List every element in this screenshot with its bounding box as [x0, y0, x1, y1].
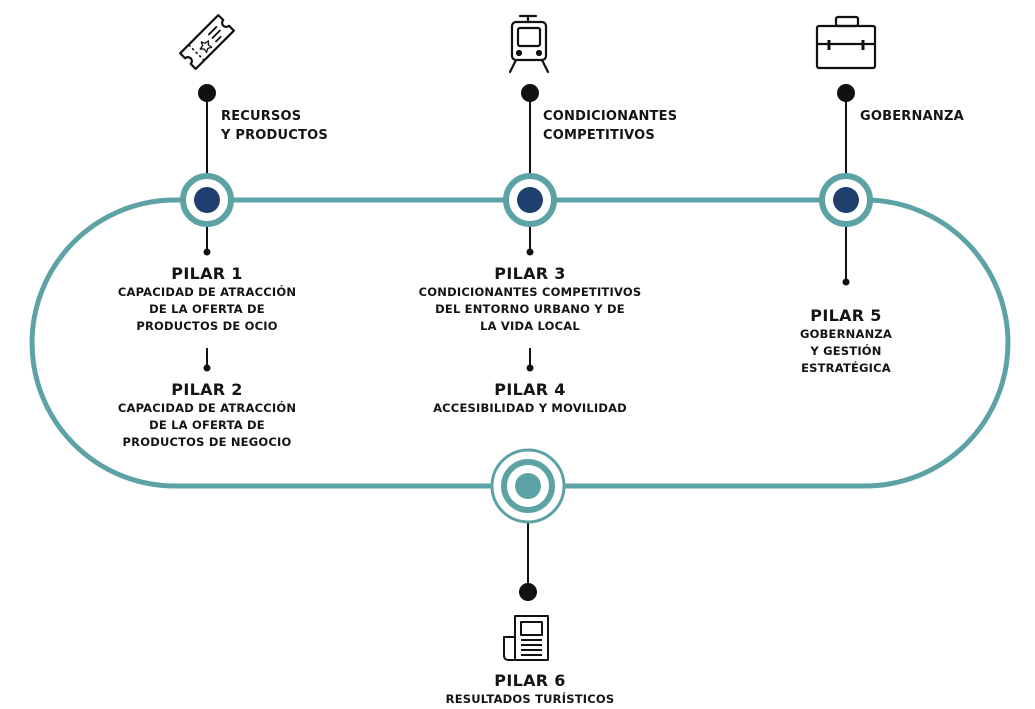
pilar-1: PILAR 1 CAPACIDAD DE ATRACCIÓN DE LA OFE…: [118, 264, 296, 335]
node-gobernanza: [819, 173, 873, 227]
pilar-3: PILAR 3 CONDICIONANTES COMPETITIVOS DEL …: [419, 264, 642, 335]
pilar-5-desc: GOBERNANZA Y GESTIÓN ESTRATÉGICA: [799, 327, 893, 375]
small-dot-pilar3: [526, 248, 534, 256]
ticket-icon: [179, 14, 235, 70]
newspaper-icon: [503, 615, 549, 661]
node-condicionantes: [503, 173, 557, 227]
pilar-4: PILAR 4 ACCESIBILIDAD Y MOVILIDAD: [433, 380, 627, 417]
small-dot-pilar4: [526, 364, 534, 372]
bottom-dot: [519, 583, 537, 601]
pilar-4-title: PILAR 4: [494, 380, 566, 399]
node-recursos: [180, 173, 234, 227]
top-dot-gobernanza: [837, 84, 855, 102]
pilar-6-title: PILAR 6: [494, 671, 566, 690]
briefcase-icon: [815, 15, 877, 70]
top-dot-condicionantes: [521, 84, 539, 102]
label-recursos: RECURSOS Y PRODUCTOS: [221, 109, 328, 143]
stadium-track: [29, 197, 1011, 489]
pilar-6: PILAR 6 RESULTADOS TURÍSTICOS: [446, 671, 615, 708]
small-dot-pilar5: [842, 278, 850, 286]
pilar-3-desc: CONDICIONANTES COMPETITIVOS DEL ENTORNO …: [418, 285, 642, 333]
pilar-1-desc: CAPACIDAD DE ATRACCIÓN DE LA OFERTA DE P…: [117, 285, 297, 333]
pilar-2: PILAR 2 CAPACIDAD DE ATRACCIÓN DE LA OFE…: [118, 380, 296, 451]
top-dot-recursos: [198, 84, 216, 102]
node-resultados: [490, 448, 566, 524]
pilar-2-desc: CAPACIDAD DE ATRACCIÓN DE LA OFERTA DE P…: [117, 401, 297, 449]
small-dot-pilar2: [203, 364, 211, 372]
label-gobernanza: GOBERNANZA: [860, 109, 964, 124]
pilar-3-title: PILAR 3: [494, 264, 566, 283]
train-icon: [508, 14, 550, 74]
pilar-1-title: PILAR 1: [171, 264, 243, 283]
pilar-4-desc: ACCESIBILIDAD Y MOVILIDAD: [433, 401, 627, 415]
label-condicionantes: CONDICIONANTES COMPETITIVOS: [543, 109, 678, 143]
pilar-5: PILAR 5 GOBERNANZA Y GESTIÓN ESTRATÉGICA: [800, 306, 892, 377]
pilar-2-title: PILAR 2: [171, 380, 243, 399]
small-dot-pilar1: [203, 248, 211, 256]
pilar-6-desc: RESULTADOS TURÍSTICOS: [445, 692, 615, 706]
pilar-5-title: PILAR 5: [810, 306, 882, 325]
